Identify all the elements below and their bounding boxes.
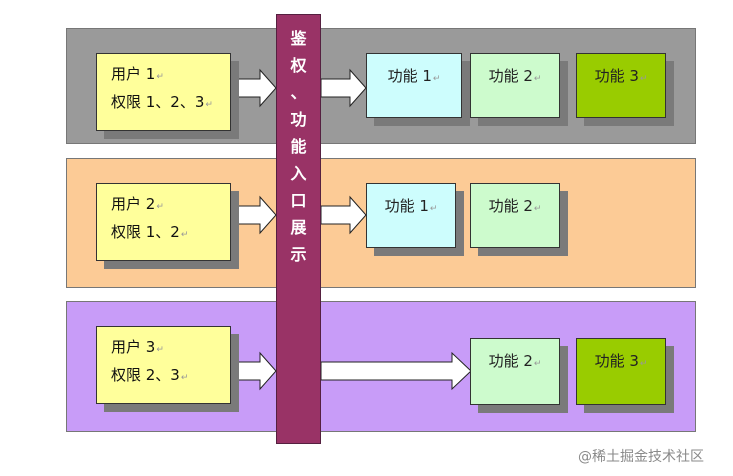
user-box-3: 用户 3↵ 权限 2、3↵ — [96, 326, 231, 404]
arrow-pillar-to-function-1-row-2 — [320, 195, 367, 235]
function-box-row-1-1: 功能 1↵ — [366, 53, 462, 118]
watermark: @稀土掘金技术社区 — [578, 449, 704, 465]
user-box-1: 用户 1↵ 权限 1、2、3↵ — [96, 53, 231, 131]
return-mark: ↵ — [432, 74, 441, 84]
pillar-char: 鉴 — [290, 29, 307, 48]
arrow-user-2-to-pillar — [229, 195, 277, 235]
pillar-char: 入 — [290, 164, 307, 183]
function-label: 功能 1 — [384, 197, 429, 215]
pillar-label: 鉴 权 、 功 能 入 口 展 示 — [277, 25, 320, 268]
function-label: 功能 2 — [488, 352, 533, 370]
return-mark: ↵ — [180, 230, 189, 240]
pillar-char: 示 — [290, 245, 307, 264]
pillar-char: 权 — [290, 56, 307, 75]
pillar-char: 、 — [290, 83, 307, 102]
function-label: 功能 3 — [594, 67, 639, 85]
arrow-pillar-to-function-2-row-3 — [320, 351, 472, 391]
user-3-permission: 权限 2、3 — [111, 366, 180, 384]
pillar-char: 口 — [290, 191, 307, 210]
return-mark: ↵ — [639, 359, 648, 369]
user-2-label: 用户 2 — [111, 195, 156, 213]
return-mark: ↵ — [533, 204, 542, 214]
return-mark: ↵ — [533, 359, 542, 369]
return-mark: ↵ — [533, 74, 542, 84]
return-mark: ↵ — [156, 345, 164, 355]
return-mark: ↵ — [429, 204, 438, 214]
return-mark: ↵ — [180, 373, 189, 383]
pillar-char: 展 — [290, 218, 307, 237]
function-label: 功能 1 — [387, 67, 432, 85]
arrow-user-3-to-pillar — [229, 351, 277, 391]
user-1-permission: 权限 1、2、3 — [111, 93, 205, 111]
function-label: 功能 3 — [594, 352, 639, 370]
function-box-row-2-1: 功能 1↵ — [366, 183, 456, 248]
pillar-char: 功 — [290, 110, 307, 129]
user-1-label: 用户 1 — [111, 65, 156, 83]
return-mark: ↵ — [205, 100, 213, 110]
user-2-permission: 权限 1、2 — [111, 223, 180, 241]
auth-function-entry-pillar: 鉴 权 、 功 能 入 口 展 示 — [276, 14, 321, 444]
function-box-row-3-1: 功能 2↵ — [470, 338, 560, 405]
arrow-pillar-to-function-1-row-1 — [320, 68, 367, 108]
user-box-2: 用户 2↵ 权限 1、2↵ — [96, 183, 231, 261]
return-mark: ↵ — [156, 202, 164, 212]
function-box-row-1-3: 功能 3↵ — [576, 53, 666, 118]
function-box-row-3-2: 功能 3↵ — [576, 338, 666, 405]
function-box-row-2-2: 功能 2↵ — [470, 183, 560, 248]
function-label: 功能 2 — [488, 67, 533, 85]
return-mark: ↵ — [639, 74, 648, 84]
function-box-row-1-2: 功能 2↵ — [470, 53, 560, 118]
arrow-user-1-to-pillar — [229, 68, 277, 108]
function-label: 功能 2 — [488, 197, 533, 215]
user-3-label: 用户 3 — [111, 338, 156, 356]
return-mark: ↵ — [156, 72, 164, 82]
pillar-char: 能 — [290, 137, 307, 156]
